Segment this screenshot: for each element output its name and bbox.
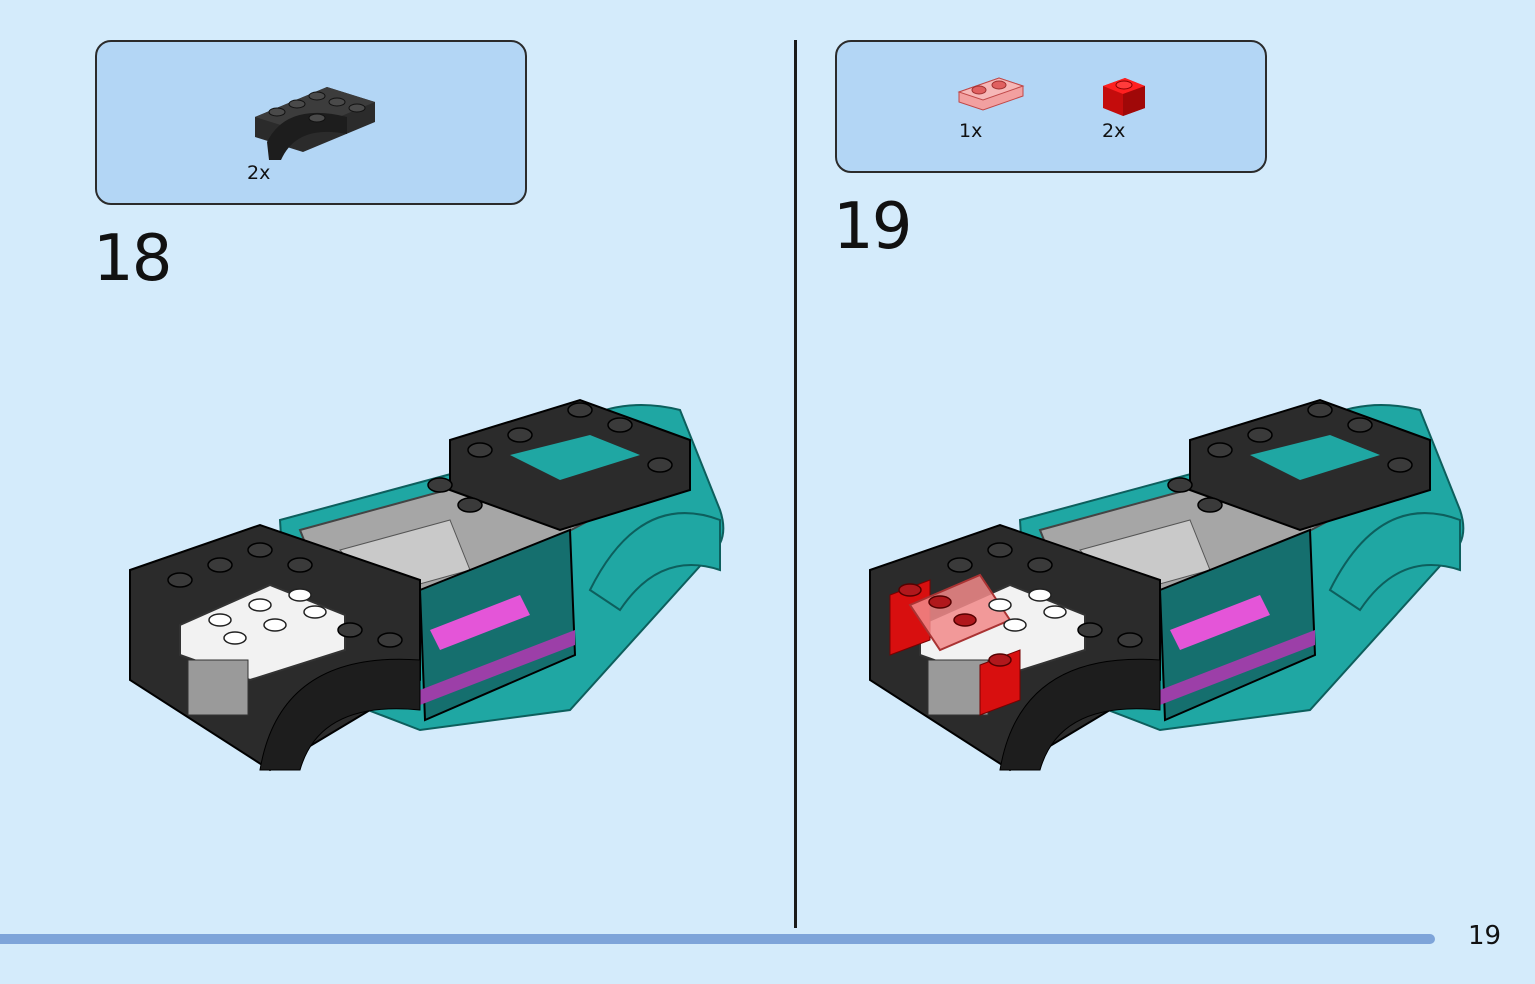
red-brick-1x1-icon: [1103, 78, 1145, 116]
model-illustration-step-18: [129, 398, 725, 772]
black-mudguard-arch-icon: [255, 87, 375, 160]
step-number: 19: [833, 190, 912, 264]
step-number: 18: [93, 222, 172, 296]
trans-red-plate-1x2-icon: [957, 77, 1025, 111]
step-divider: [794, 40, 797, 928]
parts-callout-step-18: 2x: [95, 40, 527, 205]
part-quantity: 1x: [959, 120, 983, 142]
progress-bar: [0, 934, 1435, 944]
part-quantity: 2x: [247, 162, 271, 184]
model-illustration-step-19: [869, 398, 1465, 772]
page-number: 19: [1468, 921, 1502, 951]
parts-callout-step-19: 1x 2x: [835, 40, 1267, 173]
part-quantity: 2x: [1102, 120, 1126, 142]
